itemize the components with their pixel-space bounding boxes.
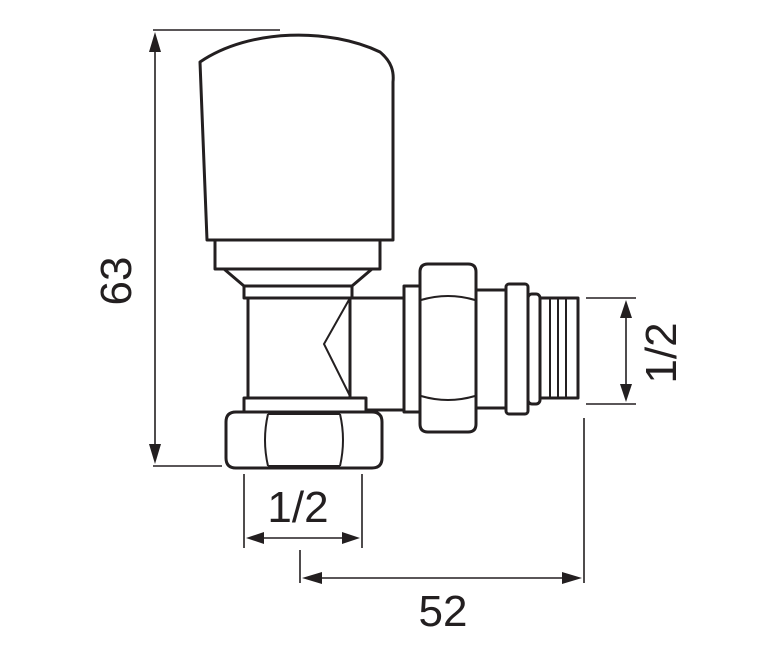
outlet-thread-dimension: 1/2 [586, 297, 686, 405]
inlet-collar [242, 396, 368, 414]
neck-ring [242, 284, 354, 300]
flow-line [322, 297, 351, 397]
vertical-body [246, 296, 352, 400]
height-dimension-label: 63 [92, 257, 141, 306]
handle-collar [213, 238, 382, 271]
outlet-body [474, 288, 510, 410]
tailpiece-step [526, 292, 542, 406]
length-dimension-label: 52 [419, 587, 468, 636]
valve-body [198, 33, 580, 470]
height-dimension: 63 [92, 29, 280, 467]
outlet-arm [342, 296, 406, 412]
inlet-thread-label: 1/2 [267, 483, 328, 532]
valve-handle [198, 33, 395, 242]
inlet-thread-dimension: 1/2 [243, 474, 363, 548]
length-dimension: 52 [299, 418, 585, 636]
outlet-thread-label: 1/2 [637, 322, 686, 383]
threaded-tailpiece [538, 296, 580, 400]
inlet-hex-nut [224, 410, 384, 470]
outlet-hex-nut [418, 262, 478, 434]
tapered-ring [222, 267, 374, 288]
tailpiece-flange [504, 282, 530, 416]
